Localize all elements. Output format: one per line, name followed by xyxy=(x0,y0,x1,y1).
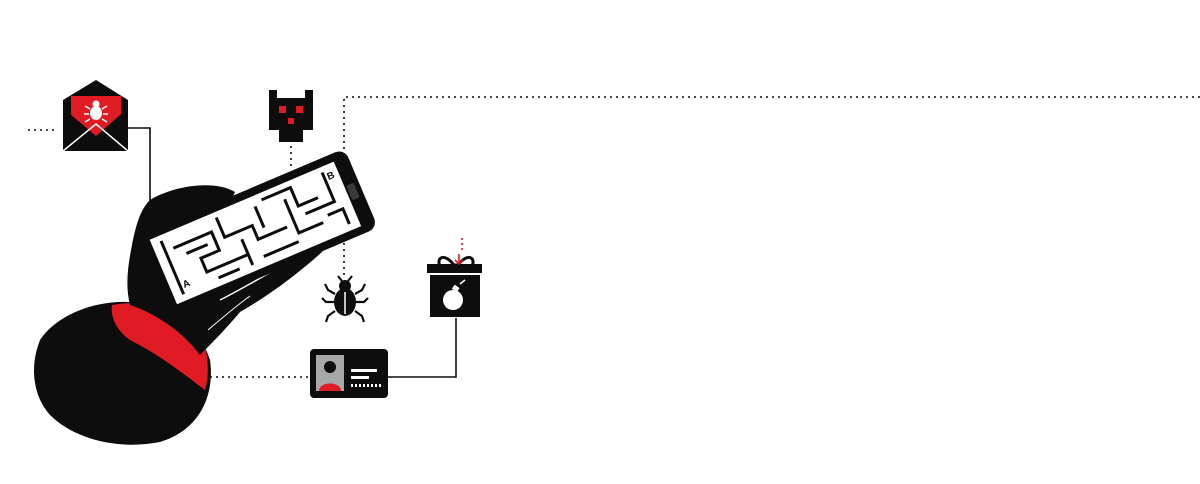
gift-bomb-icon xyxy=(427,254,482,317)
maze-start-label: A xyxy=(181,278,192,291)
malicious-robot-icon xyxy=(269,90,313,142)
envelope-bug-icon xyxy=(62,80,129,152)
id-card-icon xyxy=(310,349,388,398)
smartphone-maze: A B xyxy=(135,151,375,315)
connector-lines xyxy=(28,96,1200,378)
maze-paths xyxy=(159,171,351,295)
bug-icon xyxy=(321,275,369,323)
bomb-icon xyxy=(443,290,463,310)
envelope-bug-symbol xyxy=(84,100,108,123)
maze-end-label: B xyxy=(325,170,336,183)
